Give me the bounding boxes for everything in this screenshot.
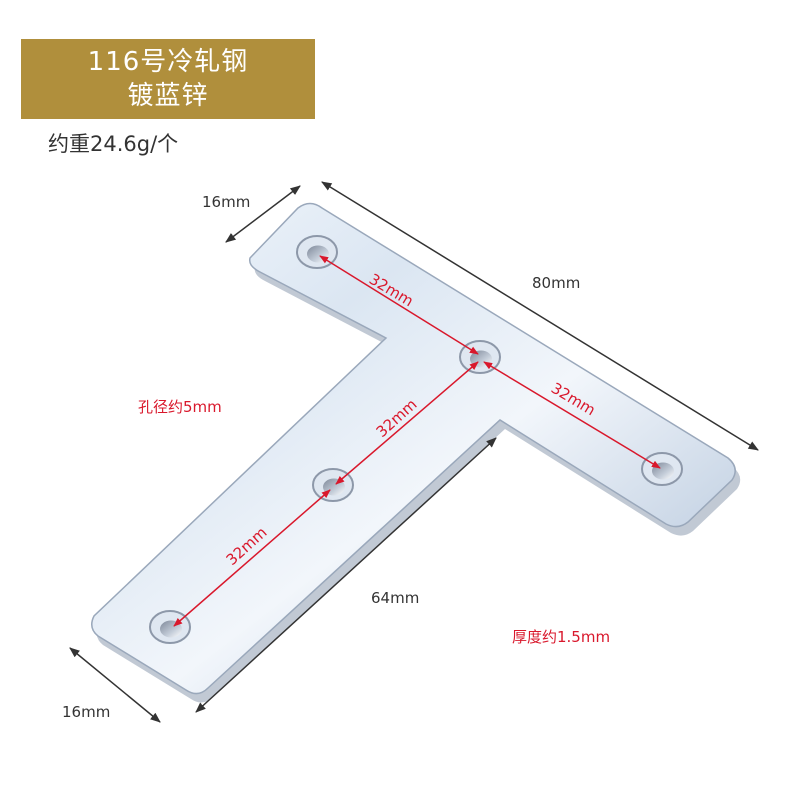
hole-top-right: [641, 452, 683, 486]
title-line-finish: 镀蓝锌: [127, 81, 209, 111]
dim-line-top-width: [225, 185, 301, 243]
weight-label: 约重24.6g/个: [48, 132, 179, 156]
label-stem-length: 64mm: [371, 589, 419, 607]
product-title-banner: 116号冷轧钢 镀蓝锌: [21, 39, 315, 119]
dim-line-bottom-width: [69, 647, 161, 723]
label-total-length: 80mm: [532, 274, 580, 292]
label-bottom-width: 16mm: [62, 703, 110, 721]
label-hole-diameter: 孔径约5mm: [138, 398, 222, 416]
label-top-width: 16mm: [202, 193, 250, 211]
red-line-stem-lower: [173, 489, 331, 627]
hole-stem-bottom: [149, 610, 191, 644]
title-line-material: 116号冷轧钢: [87, 47, 249, 77]
label-thickness: 厚度约1.5mm: [512, 628, 610, 646]
red-line-top-right: [483, 361, 661, 469]
dim-line-total-length: [321, 181, 759, 451]
red-line-top-left: [319, 255, 479, 355]
red-line-stem-upper: [335, 361, 479, 485]
